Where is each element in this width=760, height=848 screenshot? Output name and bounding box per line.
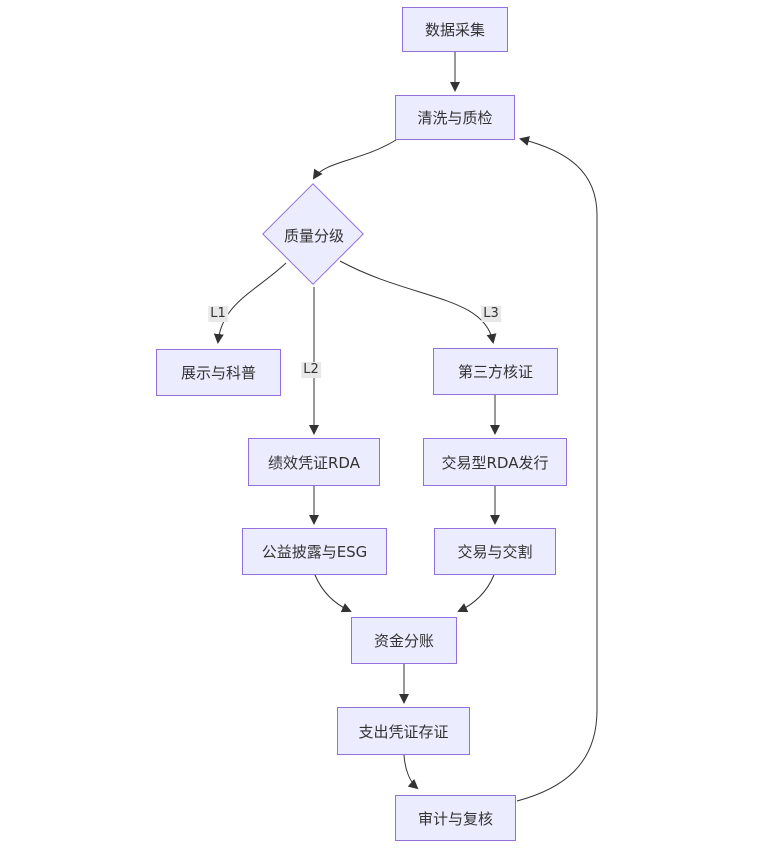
node-transactional-rda-issuance: 交易型RDA发行 (423, 438, 567, 486)
node-third-party-verification: 第三方核证 (433, 348, 558, 395)
node-audit-review: 审计与复核 (395, 795, 516, 841)
edge-esg-disclosure-to-fund-splitting (314, 574, 352, 613)
edge-label-l1: L1 (208, 306, 228, 322)
node-display-science: 展示与科普 (156, 349, 281, 396)
edge-trade-settlement-to-fund-splitting (457, 574, 495, 613)
edge-label-l3: L3 (481, 306, 501, 322)
node-quality-grading-label: 质量分级 (283, 226, 344, 245)
node-esg-disclosure: 公益披露与ESG (242, 528, 387, 575)
edge-quality-grading-to-display-science (213, 262, 287, 344)
edge-cleaning-qc-to-quality-grading (312, 139, 397, 180)
node-cleaning-qc: 清洗与质检 (395, 95, 515, 140)
node-trade-settlement: 交易与交割 (434, 528, 556, 575)
node-expense-voucher-storage: 支出凭证存证 (337, 707, 470, 755)
node-performance-rda: 绩效凭证RDA (248, 438, 380, 486)
edge-audit-review-to-cleaning-qc-loop (516, 136, 598, 802)
edge-label-l2: L2 (301, 362, 321, 378)
node-fund-splitting: 资金分账 (351, 617, 457, 664)
edge-expense-voucher-to-audit-review (403, 754, 419, 790)
node-quality-grading: 质量分级 (262, 183, 365, 286)
edge-quality-grading-to-third-party-verification (339, 260, 497, 344)
node-data-collection: 数据采集 (402, 7, 508, 52)
